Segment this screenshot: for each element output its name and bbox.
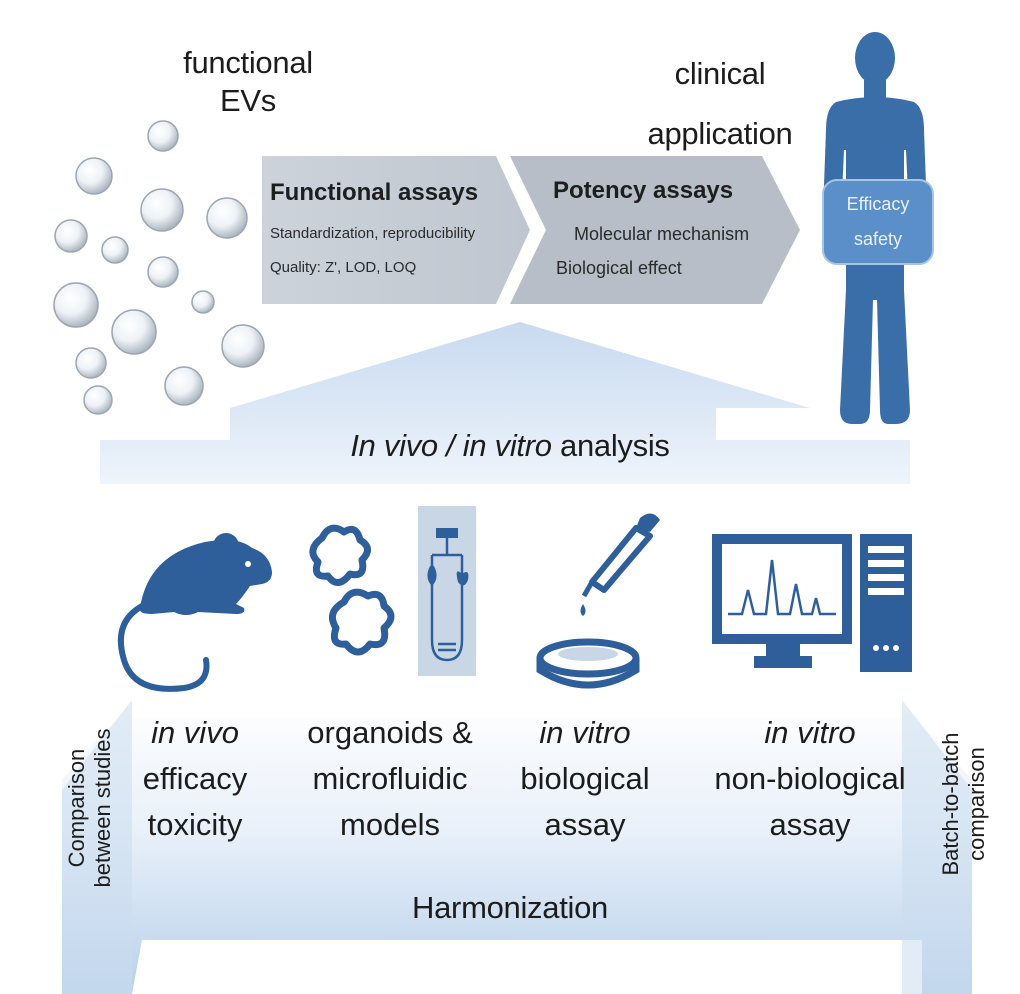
dropper-icon <box>580 513 660 616</box>
efficacy-badge-line1: Efficacy <box>846 194 910 214</box>
potency-assays-heading: Potency assays <box>553 177 734 204</box>
column-organoids-lines: organoids & microfluidic models <box>307 715 473 842</box>
petri-dish-icon <box>536 638 640 689</box>
harmonization-arrow-left-head <box>62 700 132 994</box>
column-in-vitro-non-biological: in vitro non-biological assay <box>700 710 920 848</box>
column-in-vitro-non-biological-lines: non-biological assay <box>714 761 906 842</box>
harmonization-arrow <box>62 700 972 994</box>
harmonization-label: Harmonization <box>412 890 608 925</box>
column-organoids: organoids & microfluidic models <box>290 710 490 848</box>
clinical-application-title: clinical application <box>647 56 793 151</box>
computer-icon <box>712 534 912 672</box>
column-in-vivo-italic: in vivo <box>151 715 239 750</box>
column-in-vivo: in vivo efficacy toxicity <box>120 710 270 848</box>
functional-assays-line1: Standardization, reproducibility <box>270 225 476 242</box>
analysis-label: In vivo / in vitro analysis <box>200 428 820 464</box>
harmonization-arrow-right-head <box>902 700 972 994</box>
ev-bubbles <box>53 120 265 415</box>
microfluidic-chip-icon <box>418 506 476 676</box>
efficacy-badge <box>822 179 934 265</box>
potency-assays-line2: Biological effect <box>556 258 682 278</box>
functional-assays-line2: Quality: Z', LOD, LOQ <box>270 259 417 276</box>
column-in-vitro-non-biological-italic: in vitro <box>764 715 856 750</box>
analysis-label-plain: analysis <box>551 428 670 463</box>
analysis-label-italic: In vivo / in vitro <box>350 428 552 463</box>
potency-assays-line1: Molecular mechanism <box>574 224 750 244</box>
functional-assays-heading: Functional assays <box>270 179 479 206</box>
functional-assays-box <box>262 156 530 304</box>
side-label-batch-to-batch: Batch-to-batch comparison <box>938 732 989 876</box>
upward-arrow <box>100 322 910 484</box>
column-in-vitro-biological-italic: in vitro <box>539 715 631 750</box>
functional-evs-title: functional EVs <box>183 45 313 118</box>
mouse-icon <box>117 533 272 692</box>
column-in-vivo-lines: efficacy toxicity <box>142 761 248 842</box>
organoid-icon-top <box>309 524 371 586</box>
potency-assays-box <box>510 156 800 304</box>
side-label-comparison-between-studies: Comparison between studies <box>64 728 115 888</box>
efficacy-badge-line2: safety <box>853 229 903 249</box>
column-in-vitro-biological-lines: biological assay <box>520 761 650 842</box>
column-in-vitro-biological: in vitro biological assay <box>500 710 670 848</box>
organoid-icon-bottom <box>328 588 395 656</box>
